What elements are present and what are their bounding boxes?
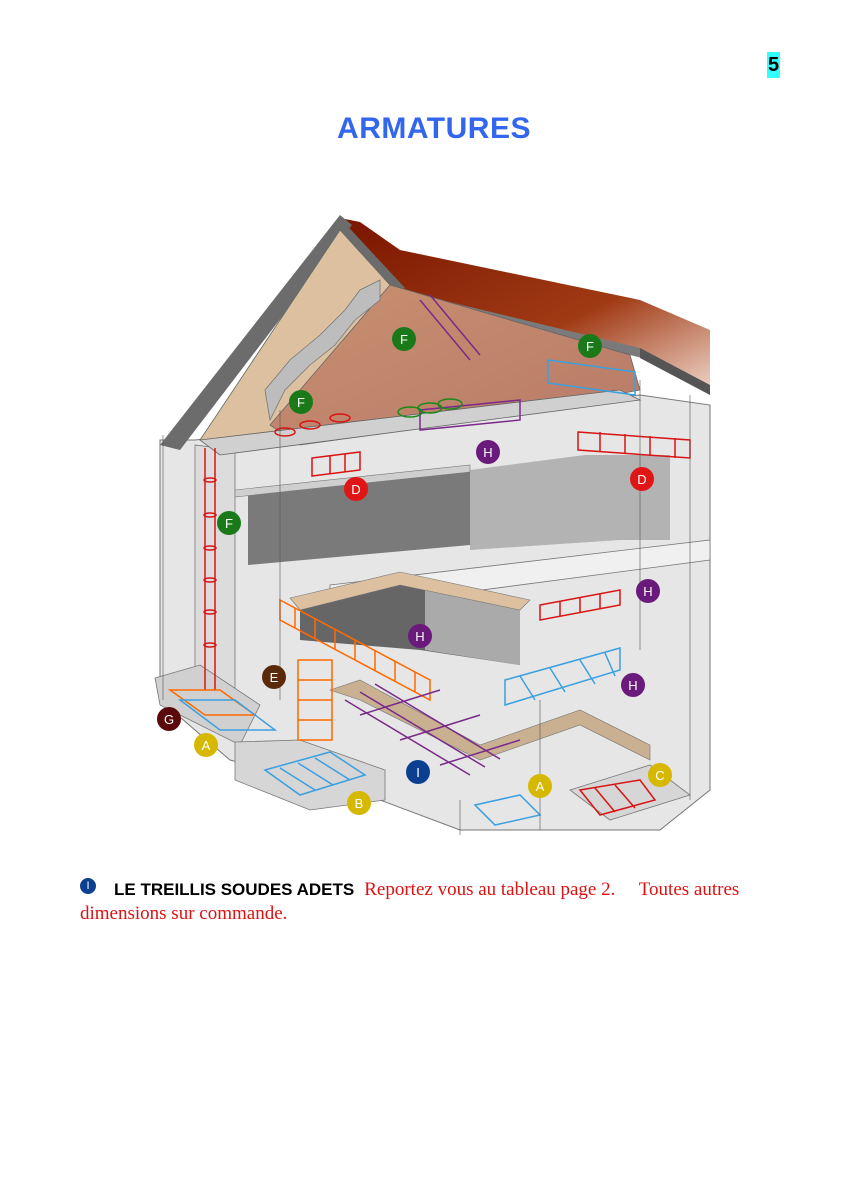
svg-text:I: I xyxy=(416,765,420,780)
label-h-right: H xyxy=(636,579,660,603)
page-title: ARMATURES xyxy=(337,112,531,145)
house-reinforcement-diagram: F F F F H H H H D D E G A A B C I xyxy=(154,215,711,835)
svg-text:C: C xyxy=(655,768,664,783)
svg-text:G: G xyxy=(164,712,174,727)
label-a-left: A xyxy=(194,733,218,757)
label-g: G xyxy=(157,707,181,731)
label-h-upper: H xyxy=(476,440,500,464)
svg-text:H: H xyxy=(628,678,637,693)
label-e: E xyxy=(262,665,286,689)
svg-text:A: A xyxy=(536,779,545,794)
svg-text:B: B xyxy=(355,796,364,811)
attic xyxy=(198,229,642,456)
label-d-right: D xyxy=(630,467,654,491)
label-f-attic-left: F xyxy=(289,390,313,414)
diagram-labels: F F F F H H H H D D E G A A B C I xyxy=(157,327,672,815)
svg-text:F: F xyxy=(225,516,233,531)
label-a-right: A xyxy=(528,774,552,798)
construction-lines xyxy=(162,380,691,835)
svg-text:H: H xyxy=(415,629,424,644)
svg-text:D: D xyxy=(637,472,646,487)
label-d-left: D xyxy=(344,477,368,501)
upper-room-walls xyxy=(234,455,670,565)
label-b: B xyxy=(347,791,371,815)
caption-text: Reportez vous au tableau page 2. Toutes … xyxy=(80,879,745,924)
page-number: 5 xyxy=(767,52,780,78)
label-f-attic: F xyxy=(392,327,416,351)
svg-text:H: H xyxy=(483,445,492,460)
svg-text:A: A xyxy=(202,738,211,753)
caption-marker-icon: I xyxy=(80,878,96,894)
label-h-lintel: H xyxy=(621,673,645,697)
svg-text:F: F xyxy=(400,332,408,347)
label-f-roof-right: F xyxy=(578,334,602,358)
label-h-center: H xyxy=(408,624,432,648)
svg-text:D: D xyxy=(351,482,360,497)
svg-text:F: F xyxy=(586,339,594,354)
caption-heading: LE TREILLIS SOUDES ADETS xyxy=(114,880,355,899)
svg-text:H: H xyxy=(643,584,652,599)
svg-text:E: E xyxy=(270,670,279,685)
label-f-wall: F xyxy=(217,511,241,535)
label-i: I xyxy=(406,760,430,784)
svg-text:F: F xyxy=(297,395,305,410)
label-c: C xyxy=(648,763,672,787)
